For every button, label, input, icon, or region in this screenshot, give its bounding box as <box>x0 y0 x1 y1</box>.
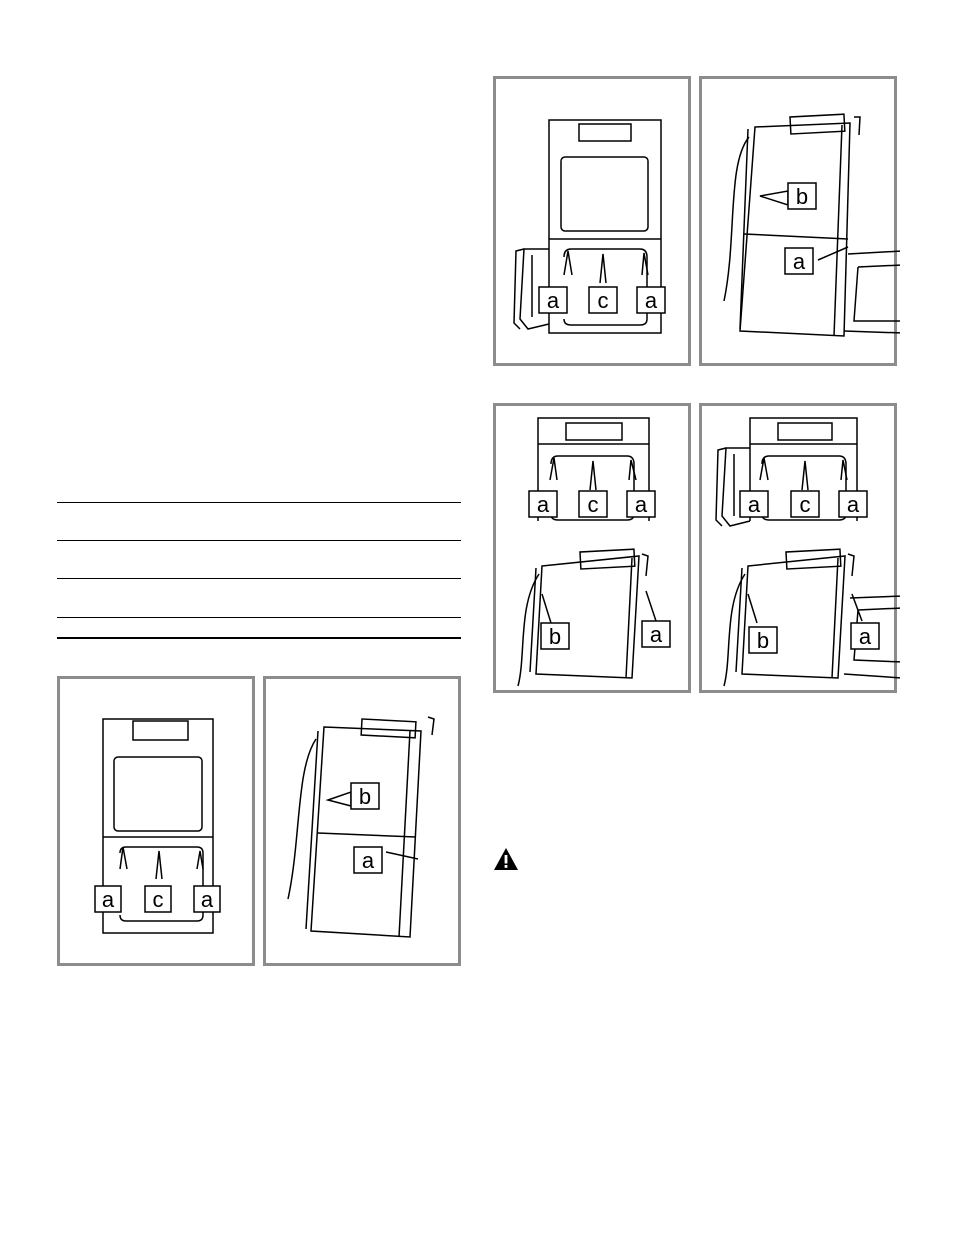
callout-a: a <box>847 492 860 517</box>
callout-a: a <box>201 887 214 912</box>
callout-a: a <box>645 288 658 313</box>
callout-a: a <box>635 492 648 517</box>
callout-a: a <box>650 622 663 647</box>
figure-combined-view: a c a b a <box>493 403 691 693</box>
table-rule-5 <box>57 637 461 639</box>
figure-side-view-vent: b a <box>699 76 900 366</box>
callout-c: c <box>588 492 599 517</box>
table-rule-2 <box>57 540 461 541</box>
callout-b: b <box>757 628 769 653</box>
table-rule-1 <box>57 502 461 503</box>
callout-b: b <box>359 784 371 809</box>
callout-a: a <box>793 249 806 274</box>
table-rule-3 <box>57 578 461 579</box>
callout-b: b <box>549 624 561 649</box>
figure-combined-view-vent: a c a b a <box>699 403 900 693</box>
callout-a: a <box>748 492 761 517</box>
callout-b: b <box>796 184 808 209</box>
callout-c: c <box>153 887 164 912</box>
figure-front-view-vent: a c a <box>493 76 691 366</box>
callout-c: c <box>800 492 811 517</box>
callout-a: a <box>537 492 550 517</box>
figure-front-view-left: a c a <box>57 676 255 966</box>
callout-a: a <box>362 848 375 873</box>
table-rule-4 <box>57 617 461 618</box>
warning-triangle-icon <box>494 848 518 870</box>
callout-a: a <box>102 887 115 912</box>
callout-a: a <box>547 288 560 313</box>
callout-a: a <box>859 624 872 649</box>
figure-side-view-left: b a <box>263 676 461 966</box>
callout-c: c <box>598 288 609 313</box>
